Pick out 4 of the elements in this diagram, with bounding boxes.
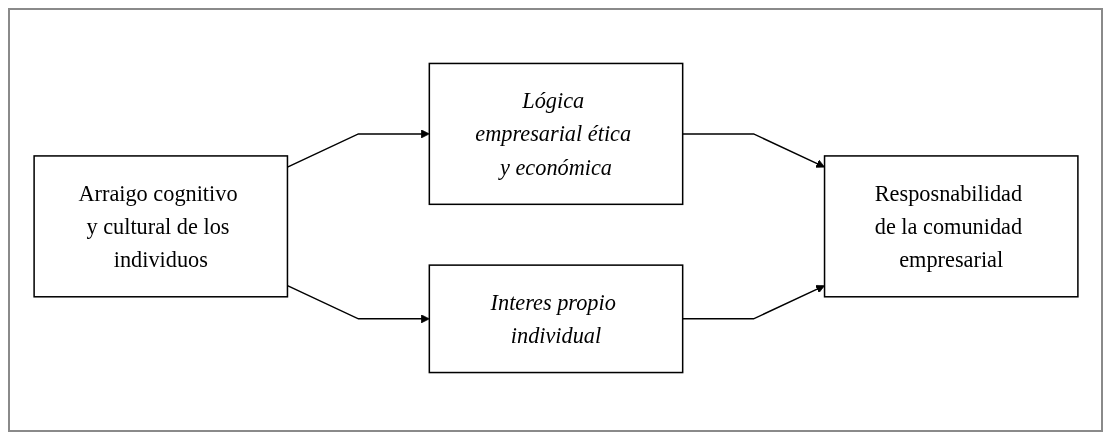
node-box: Arraigo cognitivo y cultural de los individuos [32, 155, 288, 298]
node-box: Interes propio individual [428, 264, 683, 374]
node-box: Resposnabilidad de la comunidad empresarial [823, 155, 1079, 298]
node-box: Lógica empresarial ética y económica [428, 62, 683, 206]
